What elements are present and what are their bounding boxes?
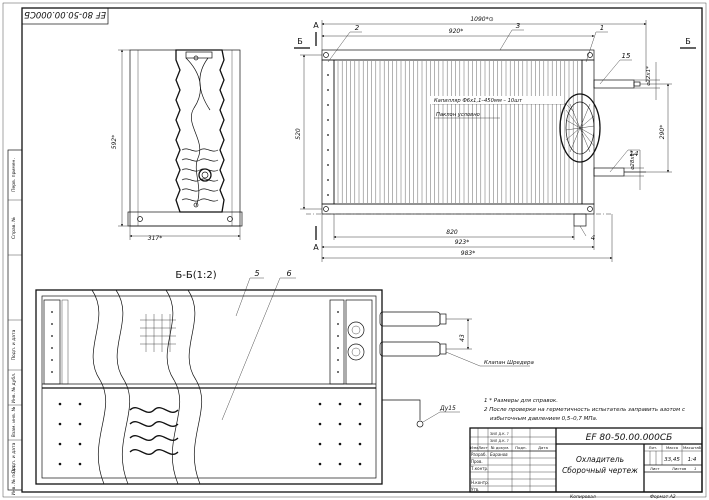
dim-43: 43 [459, 334, 466, 342]
title-line-2: Сборочный чертеж [562, 466, 638, 475]
callout-5: 5 [254, 269, 259, 278]
side-view: 592* 317* [111, 49, 243, 242]
stamp-razrab: Разраб. [471, 452, 487, 457]
dim-592: 592* [111, 135, 118, 149]
dim-22x1: ⌀22x1* [646, 66, 652, 86]
stamp-izm: Изм [470, 445, 478, 450]
strip-perv-primen: Перв. примен. [11, 158, 17, 192]
callout-15: 15 [622, 52, 631, 60]
format-label: Формат А2 [650, 494, 676, 500]
strip-podp-data-2: Подп. и дата [11, 442, 17, 473]
section-mark-b-right: Б [685, 37, 691, 46]
callout-1: 1 [600, 24, 604, 32]
strip-sprav-no: Справ. № [11, 217, 17, 239]
dim-983: 983* [461, 250, 475, 257]
title-line-1: Охладитель [576, 455, 624, 464]
dim-923: 923* [455, 239, 469, 246]
left-side-strip: Перв. примен. Справ. № Подп. и дата Инв.… [7, 149, 23, 496]
note-2: 2 После проверки на герметичность испыта… [484, 407, 685, 413]
stamp-small-2: ЗИЛ Д.К. 7 [490, 439, 509, 443]
designation: EF 80-50.00.000СБ [586, 433, 673, 443]
stamp-ndokum: № докум. [491, 445, 510, 450]
technical-notes: 1 * Размеры для справок. 2 После проверк… [484, 398, 685, 422]
callout-4: 4 [591, 234, 595, 242]
masshtab-label: Масштаб [683, 445, 702, 450]
dim-520: 520 [295, 128, 302, 140]
section-mark-a-bottom: А [313, 243, 319, 252]
section-mark-b-left: Б [297, 37, 303, 46]
dim-317: 317* [148, 235, 162, 242]
title-block: Изм Лист № докум. Подп. Дата ЗИЛ Д.К. 7 … [469, 427, 703, 500]
stamp-razrab-name: Баранов [490, 452, 508, 457]
note-paklon: Паклон условно [436, 112, 480, 118]
listov-value: 1 [694, 466, 696, 471]
strip-inv-dubl: Инв. № дубл. [11, 373, 17, 404]
section-view: Б-Б(1:2) [35, 269, 535, 485]
callout-14: 14 [630, 150, 639, 158]
callout-2: 2 [355, 24, 360, 32]
stamp-prov: Пров. [471, 459, 483, 464]
inner-frame [21, 7, 703, 493]
dim-290: 290* [659, 125, 666, 139]
inlet-assembly [347, 311, 447, 428]
front-view: 1090*⊙ 920* 520 820 923* 983* ⌀22x1* 290… [294, 16, 696, 262]
stamp-tkontr: Т.контр. [470, 466, 488, 471]
note-1: 1 * Размеры для справок. [484, 398, 558, 404]
stamp-data: Дата [538, 445, 548, 450]
fin-pack [337, 61, 578, 203]
note-3: избыточным давлением 0,5–0,7 МПа. [490, 416, 598, 422]
stamp-nkontr: Н.контр. [471, 480, 489, 485]
dim-920: 920* [449, 28, 463, 35]
callout-6: 6 [286, 269, 291, 278]
list-label: Лист [650, 466, 660, 471]
strip-podp-data-1: Подп. и дата [11, 329, 17, 360]
lit-label: Лит. [649, 445, 658, 450]
stamp-list: Лист [478, 445, 488, 450]
distributor-assembly [559, 79, 646, 177]
strip-vzam-inv: Взам. инв. № [11, 406, 17, 437]
stamp-utv: Утв. [471, 487, 479, 492]
listov-label: Листов [672, 466, 687, 471]
dim-1090: 1090*⊙ [470, 16, 493, 23]
stamp-small-1: ЗИЛ Д.К. 7 [490, 432, 509, 436]
mirrored-designation: EF 80-50.00.000СБ [24, 9, 106, 19]
note-kapillyar: Капилляр Ф6х1,1–450мм – 10шт [434, 98, 523, 104]
strip-inv-podl: Инв. № подл. [11, 464, 17, 495]
dim-820: 820 [446, 229, 458, 236]
copied-label: Копировал [570, 494, 596, 500]
scale-value: 1:4 [688, 457, 697, 463]
stamp-podp: Подп. [515, 445, 527, 450]
section-title: Б-Б(1:2) [175, 270, 216, 281]
dim-28x1: ⌀28x1* [630, 150, 636, 170]
note-klapan: Клапан Шредера [484, 360, 535, 366]
callout-3: 3 [516, 22, 520, 30]
dim-du15: Ду15 [439, 405, 456, 412]
mass-value: 33,45 [664, 457, 680, 463]
section-mark-a-top: А [313, 21, 319, 30]
massa-label: Масса [666, 445, 678, 450]
top-designation-box: EF 80-50.00.000СБ [21, 7, 109, 25]
